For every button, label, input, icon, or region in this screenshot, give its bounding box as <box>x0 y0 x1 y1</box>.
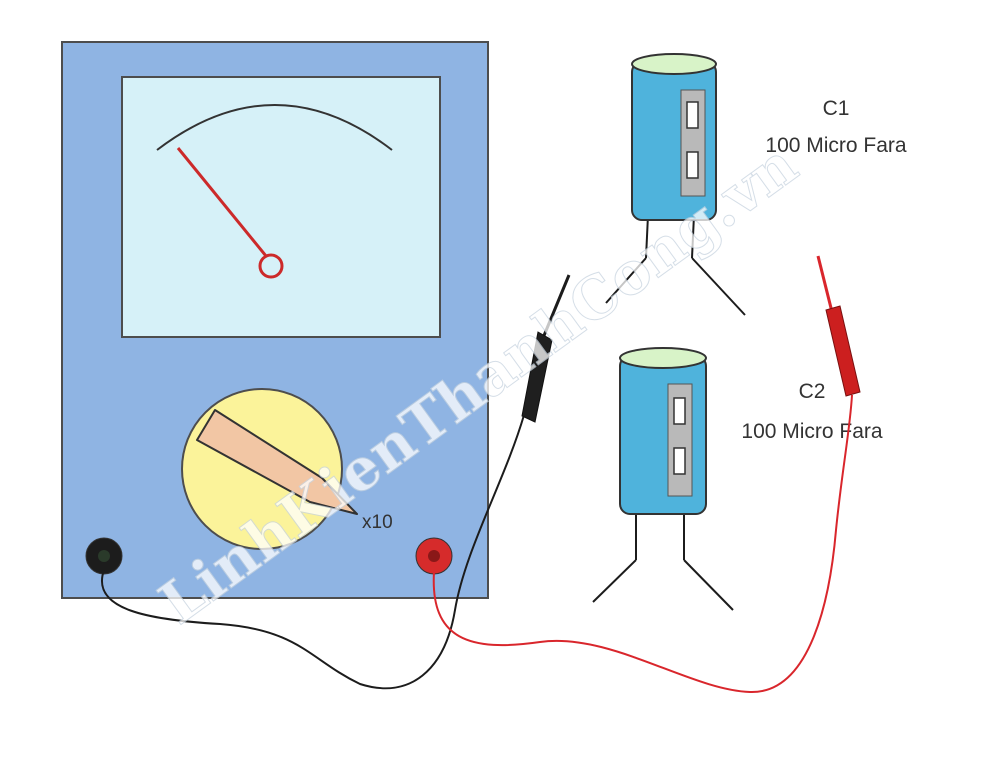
c2-lead-right-bend <box>683 559 734 611</box>
c2-minus-mark <box>673 397 686 425</box>
c1-lead-right <box>691 214 695 259</box>
meter-scale-arc <box>156 104 393 151</box>
c1-name: C1 <box>823 97 850 120</box>
c1-lead-left <box>645 214 649 259</box>
black-probe[interactable] <box>521 331 553 423</box>
c2-lead-left-bend <box>592 559 637 603</box>
c2-name: C2 <box>799 380 826 403</box>
capacitor-c1 <box>605 53 746 316</box>
black-test-lead <box>101 414 525 690</box>
c2-minus-mark-2 <box>673 447 686 475</box>
capacitor-c2 <box>592 347 734 611</box>
needle-pivot <box>258 253 284 279</box>
red-probe-tip <box>816 255 834 313</box>
black-probe-tip <box>541 274 571 339</box>
meter-screen <box>121 76 441 338</box>
red-test-lead <box>432 394 853 694</box>
c1-top <box>631 53 717 75</box>
c1-lead-left-bend <box>605 257 647 304</box>
c2-top <box>619 347 707 369</box>
c2-value: 100 Micro Fara <box>741 420 883 443</box>
c1-minus-mark <box>686 101 699 129</box>
c1-lead-right-bend <box>691 257 746 316</box>
c2-body <box>619 355 707 515</box>
range-label: x10 <box>362 512 393 533</box>
red-probe[interactable] <box>825 305 861 397</box>
c1-minus-mark-2 <box>686 151 699 179</box>
dial-pointer[interactable] <box>196 409 358 515</box>
c1-value: 100 Micro Fara <box>765 134 907 157</box>
positive-terminal-hole <box>428 550 440 562</box>
com-terminal-hole <box>98 550 110 562</box>
meter-needle <box>176 147 268 257</box>
